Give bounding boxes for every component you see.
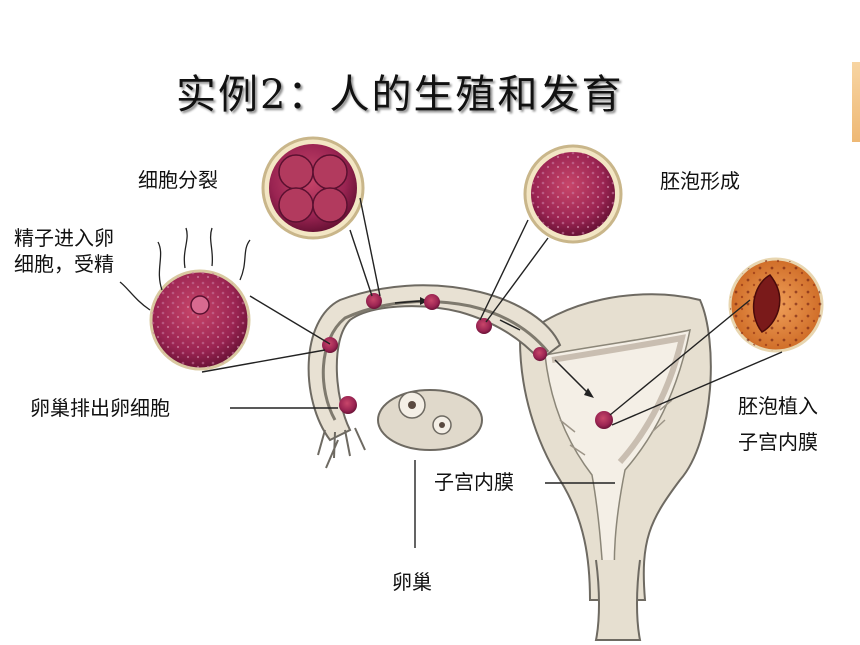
label-fertilization-line2: 细胞，受精 — [14, 252, 114, 276]
label-implantation-line1: 胚泡植入 — [738, 394, 818, 418]
label-ovary: 卵巢 — [392, 570, 432, 594]
endometrium-lining — [551, 334, 686, 464]
edge-decoration — [852, 62, 860, 142]
label-implantation-line2: 子宫内膜 — [738, 430, 818, 454]
fallopian-tube — [307, 284, 562, 442]
label-endometrium: 子宫内膜 — [434, 470, 514, 494]
implanted-blastocyst — [595, 411, 613, 429]
label-blastocyst-formation: 胚泡形成 — [660, 169, 740, 193]
migration-arrow — [394, 300, 421, 304]
blastocyst-small — [533, 347, 547, 361]
dividing-cell — [366, 293, 382, 309]
morula — [424, 294, 440, 310]
migration-arrow — [499, 319, 521, 331]
uterine-cavity — [544, 329, 691, 601]
ovary-shape — [377, 389, 483, 451]
cervix — [594, 559, 642, 641]
leader-lines — [201, 197, 783, 548]
fimbriae — [317, 427, 366, 469]
label-ovulation: 卵巢排出卵细胞 — [30, 396, 170, 420]
sperm — [119, 227, 251, 311]
blastocyst-small — [476, 318, 492, 334]
label-fertilization-line1: 精子进入卵 — [14, 226, 114, 250]
migration-arrow — [554, 359, 591, 396]
egg-cell — [339, 396, 357, 414]
page-title: 实例2：人的生殖和发育 — [176, 72, 624, 118]
label-cell-division: 细胞分裂 — [138, 168, 218, 192]
